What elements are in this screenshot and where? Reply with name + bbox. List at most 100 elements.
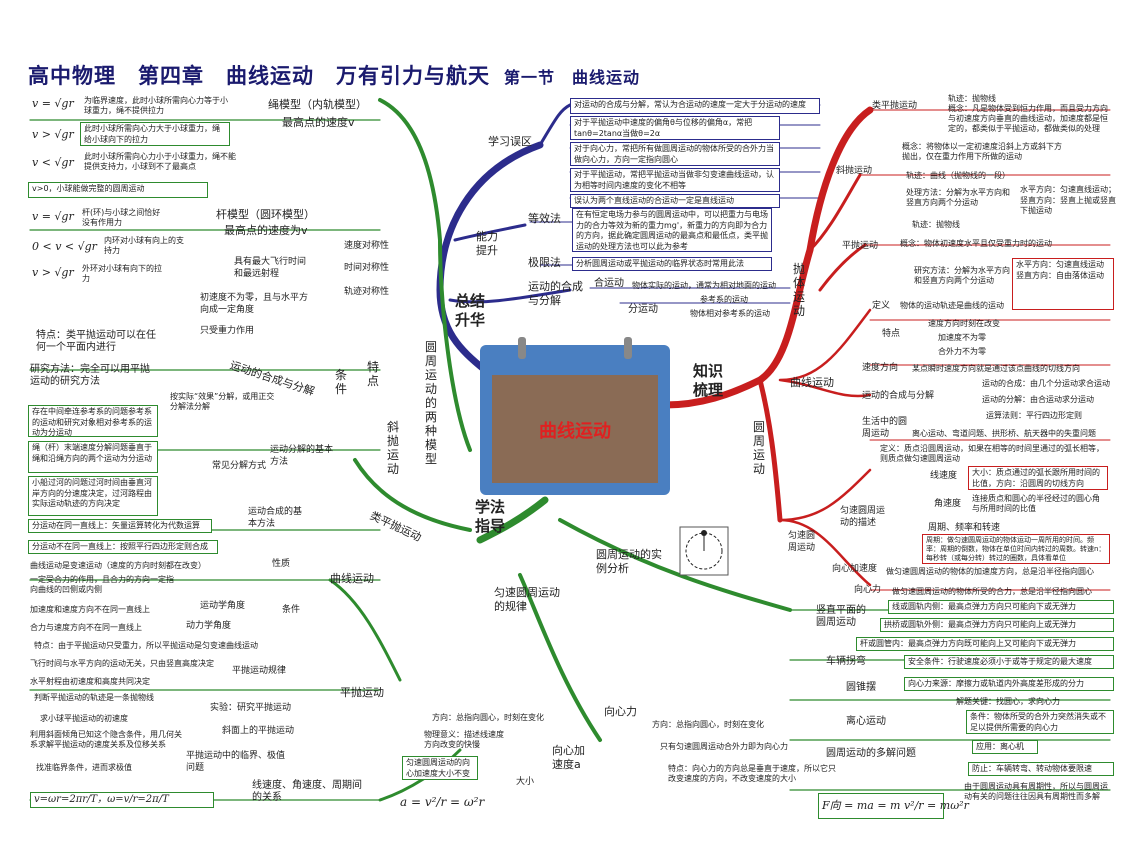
green-branch-left-up [378,98,472,452]
flat-law-1: 飞行时间与水平方向的运动无关，只由竖直高度决定 [30,659,214,668]
page-title: 高中物理 第四章 曲线运动 万有引力与航天第一节 曲线运动 [28,60,640,90]
rod-formula-4: v > √gr [32,266,74,279]
node-flat: 平抛运动 [842,241,879,251]
nature-text: 曲线运动是变速运动（速度的方向时刻都在改变） [30,561,206,570]
rope-item-3: 此时小球所需向心力小于小球重力，绳不能提供支持力，小球到不了最高点 [84,152,236,171]
node-rod-top: 最高点的速度为v [224,224,308,237]
flat-feat: 特点：由于平抛运动只受重力，所以平抛运动是匀变速曲线运动 [34,641,258,650]
blue-branch-ability [453,223,527,242]
node-equiv: 等效法 [528,212,561,225]
compose-text: 物体实际的运动，通常为相对地面的运动 [632,281,776,290]
flat-method: 研究方法：分解为水平方向和竖直方向两个分运动 [914,266,1010,285]
synth-1: 运动的合成：由几个分运动求合运动 [982,379,1110,388]
centrif-item-2: 应用：离心机 [972,740,1038,754]
slope-text: 利用斜面倾角已知这个隐含条件，用几何关系求解平抛运动的速度关系及位移关系 [30,730,182,749]
comp-item-1: 分运动在同一直线上：矢量运算转化为代数运算 [28,519,212,533]
node-class-flat: 类平抛运动 [872,101,918,111]
comp-item-2: 分运动不在同一直线上：按照平行四边形定则合成 [28,540,218,554]
cf-dir: 方向：总指向圆心，时刻在变化 [652,720,764,729]
trait-1: 速度对称性 [344,241,390,251]
dyn-text: 一定受合力的作用，且合力的方向一定指向曲线的凹侧或内侧 [30,575,174,594]
node-cond: 条件 [334,368,347,396]
rod-formula-2: v = √gr [32,210,74,223]
feat-2: 加速度不为零 [938,333,986,342]
blue-branch-decomp [448,288,572,304]
def-label: 定义 [872,301,891,311]
flat-v: 竖直方向：自由落体运动 [1016,270,1104,280]
period-text: 周期：做匀速圆周运动的物体运动一周所用的时间。频率：周期的倒数，物体在单位时间内… [922,534,1110,564]
vert-item-3: 杆或圆管内：最高点弹力方向既可能向上又可能向下或无弹力 [856,637,1114,651]
lin-ang-formula: v=ωr=2πr/T，ω=v/r=2π/T [30,792,214,808]
rod-formula-3: 0 < v < √gr [32,240,97,253]
vert-item-2: 拱桥或圆轨外侧：最高点弹力方向只可能向上或无弹力 [880,618,1114,632]
force-text: 合力与速度方向不在同一直线上 [30,623,142,632]
acc-formula: a = v²/r = ω²r [400,795,485,809]
rod-item-1: v>0，小球能做完整的圆周运动 [28,182,208,198]
node-common: 常见分解方式 [212,461,267,471]
pend-text: 解题关键：找圆心，求向心力 [956,697,1060,706]
node-limit: 极限法 [528,256,561,269]
synth-2: 运动的分解：由合运动求分运动 [982,395,1094,404]
center-label: 曲线运动 [539,421,611,442]
node-uniform: 匀速圆周运动 [788,531,816,553]
feat-1: 速度方向时刻在改变 [928,319,1000,328]
node-feature: 特点 [882,329,901,339]
rod-item-2: 杆(环)与小球之间恰好没有作用力 [82,208,161,227]
cent-acc-text: 做匀速圆周运动的物体的加速度方向，总是沿半径指向圆心 [886,567,1094,576]
dyn-text2: 加速度和速度方向不在同一直线上 [30,605,150,614]
node-cent-acc: 向心加速度 [832,564,878,574]
green-branch-right [558,518,792,612]
common-item-3: 小船过河的问题过河时间由垂直河岸方向的分速度决定，过河路程由实际运动轨迹的方向决… [28,476,158,516]
cf-formula: F向 = ma = m v²/r = mω²r [818,793,969,819]
acc-phys: 物理意义：描述线速度方向改变的快慢 [424,730,504,749]
node-ang: 角速度 [934,499,962,509]
misc-item-2: 对于平抛运动中速度的偏角θ与位移的偏角α，常把tanθ=2tanα当做θ=2α [570,116,780,140]
red-main-branch [661,106,874,409]
split-a: 参考系的运动 [700,295,748,304]
node-flat-left: 平抛运动 [340,686,384,699]
node-rope: 绳模型（内轨模型） [268,98,367,111]
multi-text: 由于圆周运动具有周期性，所以与圆周运动有关的问题往往因具有周期性而多解 [964,782,1108,801]
trait-3: 轨迹对称性 [344,287,390,297]
cond-item-1: 初速度不为零，且与水平方向成一定角度 [200,293,309,315]
node-lin-ang: 线速度、角速度、周期间的关系 [252,780,362,803]
limit-text: 分析圆周运动或平抛运动的临界状态时常用此法 [572,257,772,271]
node-nature: 性质 [272,559,291,569]
rod-item-3: 内环对小球有向上的支持力 [104,236,184,255]
rope-formula-2: v > √gr [32,128,74,141]
node-pendulum: 圆锥摆 [846,682,876,693]
green-branch-left-mid [353,458,472,532]
misc-item-4: 对于平抛运动，常把平抛运动当做非匀变速曲线运动，认为相等时间内速度的变化不相等 [570,168,780,192]
node-lin: 线速度 [930,471,958,481]
node-vertical: 竖直平面的圆周运动 [816,605,866,628]
node-curve-right: 曲线运动 [790,376,834,389]
flat-h: 水平方向：匀速直线运动 [1016,260,1104,269]
node-period: 周期、频率和转速 [928,523,1001,533]
oblique-concept: 概念：将物体以一定初速度沿斜上方或斜下方抛出，仅在重力作用下所做的运动 [902,142,1062,161]
turn-item-2: 向心力来源：摩擦力或轨道内外高度差形成的分力 [904,677,1114,691]
common-item-2: 绳（杆）末端速度分解问题垂直于绳和沿绳方向的两个运动为分运动 [28,441,158,473]
hub-method: 学法指导 [474,498,505,535]
node-critical: 平抛运动中的临界、极值问题 [186,751,286,773]
node-split: 分运动 [628,304,658,315]
node-misc: 学习误区 [488,135,532,148]
acc-dir: 方向：总指向圆心，时刻在变化 [432,713,544,722]
misc-item-1: 对运动的合成与分解，常认为合运动的速度一定大于分运动的速度 [570,98,820,114]
rope-item-2: 此时小球所需向心力大于小球重力，绳给小球向下的拉力 [80,122,230,146]
velocity-text: 某点瞬时速度方向就是通过该点曲线的切线方向 [912,364,1080,373]
equiv-text: 在有恒定电场力参与的圆周运动中，可以把重力与电场力的合力等效为新的重力mg'，新… [572,208,772,252]
node-basic: 运动分解的基本方法 [270,445,334,467]
node-flat-law: 平抛运动规律 [232,666,287,676]
trait-2: 时间对称性 [344,263,390,273]
life-text: 离心运动、弯道问题、拱形桥、航天器中的失重问题 [912,429,1096,438]
class-flat-track: 轨迹：抛物线 [948,94,996,103]
flat-track: 轨迹：抛物线 [912,220,960,229]
rope-formula-1: v = √gr [32,97,74,110]
feat-3: 合外力不为零 [938,347,986,356]
node-comp-basic: 运动合成的基本方法 [248,507,303,529]
synth-3: 运算法则：平行四边形定则 [986,411,1082,420]
node-force-angle: 动力学角度 [186,621,232,631]
oblique-h: 水平方向：匀速直线运动； [1020,185,1116,194]
node-rope-top: 最高点的速度v [282,116,355,129]
calendar-ring-right [624,337,632,359]
